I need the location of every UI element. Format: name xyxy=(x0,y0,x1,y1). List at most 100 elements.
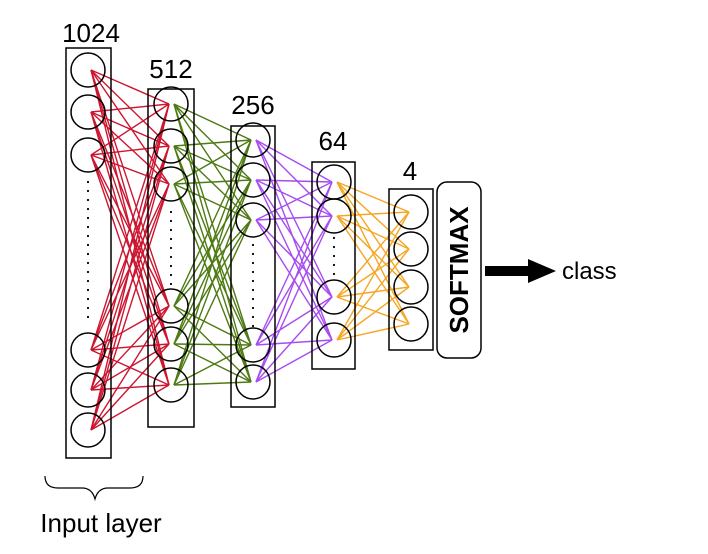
connection-l4-n3-to-l5-n4 xyxy=(336,296,410,325)
connection-l1-n4-to-l2-n1 xyxy=(90,103,170,351)
connection-l1-n6-to-l2-n3 xyxy=(90,183,170,431)
layer-3-ellipsis-dot xyxy=(251,297,255,301)
layer-1-ellipsis-dot xyxy=(86,225,90,229)
layer-2-neuron-4 xyxy=(153,288,189,324)
layer-3-neuron-2 xyxy=(235,162,271,198)
layer-1-neuron-3 xyxy=(70,137,106,173)
connection-l4-n3-to-l5-n1 xyxy=(336,211,410,298)
layer-4-ellipsis-dot xyxy=(332,272,336,276)
layer-1-ellipsis-dot xyxy=(86,243,90,247)
connection-l1-n3-to-l2-n2 xyxy=(90,145,170,156)
layer-4-neuron-3 xyxy=(316,279,352,315)
layer-1-ellipsis-dot xyxy=(86,315,90,319)
connection-l4-n2-to-l5-n1 xyxy=(336,211,410,217)
layer-3-size-label: 256 xyxy=(231,90,274,120)
layer-3-neuron-3 xyxy=(235,202,271,238)
layer-1-ellipsis-dot xyxy=(86,198,90,202)
layer-2-ellipsis-dot xyxy=(169,237,173,241)
ellipsis-dots xyxy=(86,180,336,328)
layer-5-size-label: 4 xyxy=(403,156,417,186)
input-layer-caption: Input layer xyxy=(40,508,162,538)
layer-4-neuron-2 xyxy=(316,198,352,234)
layer-1-neuron-5 xyxy=(70,372,106,408)
layer-2-ellipsis-dot xyxy=(169,246,173,250)
connection-l1-n3-to-l2-n3 xyxy=(90,154,170,185)
connection-l3-n3-to-l4-n3 xyxy=(255,219,333,298)
layer-2-ellipsis-dot xyxy=(169,264,173,268)
connection-l1-n2-to-l2-n3 xyxy=(90,111,170,185)
connection-l3-n5-to-l4-n1 xyxy=(255,181,333,383)
output-label: class xyxy=(562,258,617,285)
layer-4-box xyxy=(311,161,356,370)
layer-3-box xyxy=(230,125,276,408)
layer-4-size-label: 64 xyxy=(319,126,348,156)
connection-l3-n5-to-l4-n2 xyxy=(255,215,333,383)
connection-l4-n2-to-l5-n4 xyxy=(336,215,410,325)
layer-1-neuron-6 xyxy=(70,412,106,448)
layer-2-neuron-3 xyxy=(153,166,189,202)
layer-1-ellipsis-dot xyxy=(86,252,90,256)
connection-l1-n6-to-l2-n4 xyxy=(90,305,170,431)
connection-l1-n6-to-l2-n5 xyxy=(90,343,170,431)
layer-3-neuron-1 xyxy=(235,122,271,158)
layer-3-ellipsis-dot xyxy=(251,261,255,265)
layer-3-ellipsis-dot xyxy=(251,279,255,283)
connection-l1-n1-to-l2-n3 xyxy=(90,69,170,185)
layer-2-neuron-1 xyxy=(153,86,189,122)
connection-l3-n2-to-l4-n1 xyxy=(255,179,333,183)
connection-l4-n1-to-l5-n4 xyxy=(336,181,410,325)
layer-1-ellipsis-dot xyxy=(86,270,90,274)
connection-l4-n4-to-l5-n1 xyxy=(336,211,410,341)
connection-l2-n6-to-l3-n1 xyxy=(173,139,252,386)
layer-3-ellipsis-dot xyxy=(251,288,255,292)
layer-1-neuron-4 xyxy=(70,332,106,368)
layer-4-neuron-4 xyxy=(316,322,352,358)
layer-5-neuron-4 xyxy=(393,306,429,342)
connection-l1-n6-to-l2-n1 xyxy=(90,103,170,431)
connection-l2-n6-to-l3-n5 xyxy=(173,381,252,386)
layer-1-ellipsis-dot xyxy=(86,234,90,238)
layer-5-neuron-2 xyxy=(393,231,429,267)
connection-l4-n3-to-l5-n2 xyxy=(336,248,410,298)
layer-2-ellipsis-dot xyxy=(169,282,173,286)
connection-l4-n1-to-l5-n1 xyxy=(336,181,410,213)
layer-5-box xyxy=(388,188,434,351)
connection-l2-n4-to-l3-n1 xyxy=(173,139,252,307)
connection-l1-n1-to-l2-n4 xyxy=(90,69,170,307)
connection-l1-n3-to-l2-n4 xyxy=(90,154,170,307)
layer-3-ellipsis-dot xyxy=(251,324,255,328)
connection-l3-n4-to-l4-n4 xyxy=(255,339,333,346)
layer-1-ellipsis-dot xyxy=(86,306,90,310)
layer-4-ellipsis-dot xyxy=(332,263,336,267)
layer-2-ellipsis-dot xyxy=(169,219,173,223)
connection-l1-n2-to-l2-n1 xyxy=(90,103,170,113)
layer-1-neuron-1 xyxy=(70,52,106,88)
connection-l2-n6-to-l3-n4 xyxy=(173,344,252,386)
softmax-label: SOFTMAX xyxy=(444,206,474,334)
layer-1-ellipsis-dot xyxy=(86,261,90,265)
connections xyxy=(90,69,410,431)
connection-l4-n3-to-l5-n3 xyxy=(336,286,410,298)
layer-3-neuron-4 xyxy=(235,327,271,363)
layer-2-ellipsis-dot xyxy=(169,255,173,259)
layer-2-box xyxy=(147,88,195,428)
connection-l3-n2-to-l4-n4 xyxy=(255,179,333,341)
layer-boxes xyxy=(65,47,434,459)
layer-3-neuron-5 xyxy=(235,364,271,400)
layer-1-ellipsis-dot xyxy=(86,288,90,292)
connection-l3-n5-to-l4-n3 xyxy=(255,296,333,383)
input-layer-brace xyxy=(44,475,144,502)
layer-1-ellipsis-dot xyxy=(86,279,90,283)
layer-4-ellipsis-dot xyxy=(332,245,336,249)
connection-l4-n1-to-l5-n2 xyxy=(336,181,410,250)
layer-3-ellipsis-dot xyxy=(251,306,255,310)
layer-3-ellipsis-dot xyxy=(251,315,255,319)
connection-l3-n5-to-l4-n4 xyxy=(255,339,333,383)
layer-4-ellipsis-dot xyxy=(332,254,336,258)
neurons xyxy=(70,52,429,448)
layer-3-ellipsis-dot xyxy=(251,243,255,247)
connection-l2-n6-to-l3-n3 xyxy=(173,219,252,386)
connection-l4-n4-to-l5-n4 xyxy=(336,323,410,341)
softmax-box xyxy=(436,181,482,359)
